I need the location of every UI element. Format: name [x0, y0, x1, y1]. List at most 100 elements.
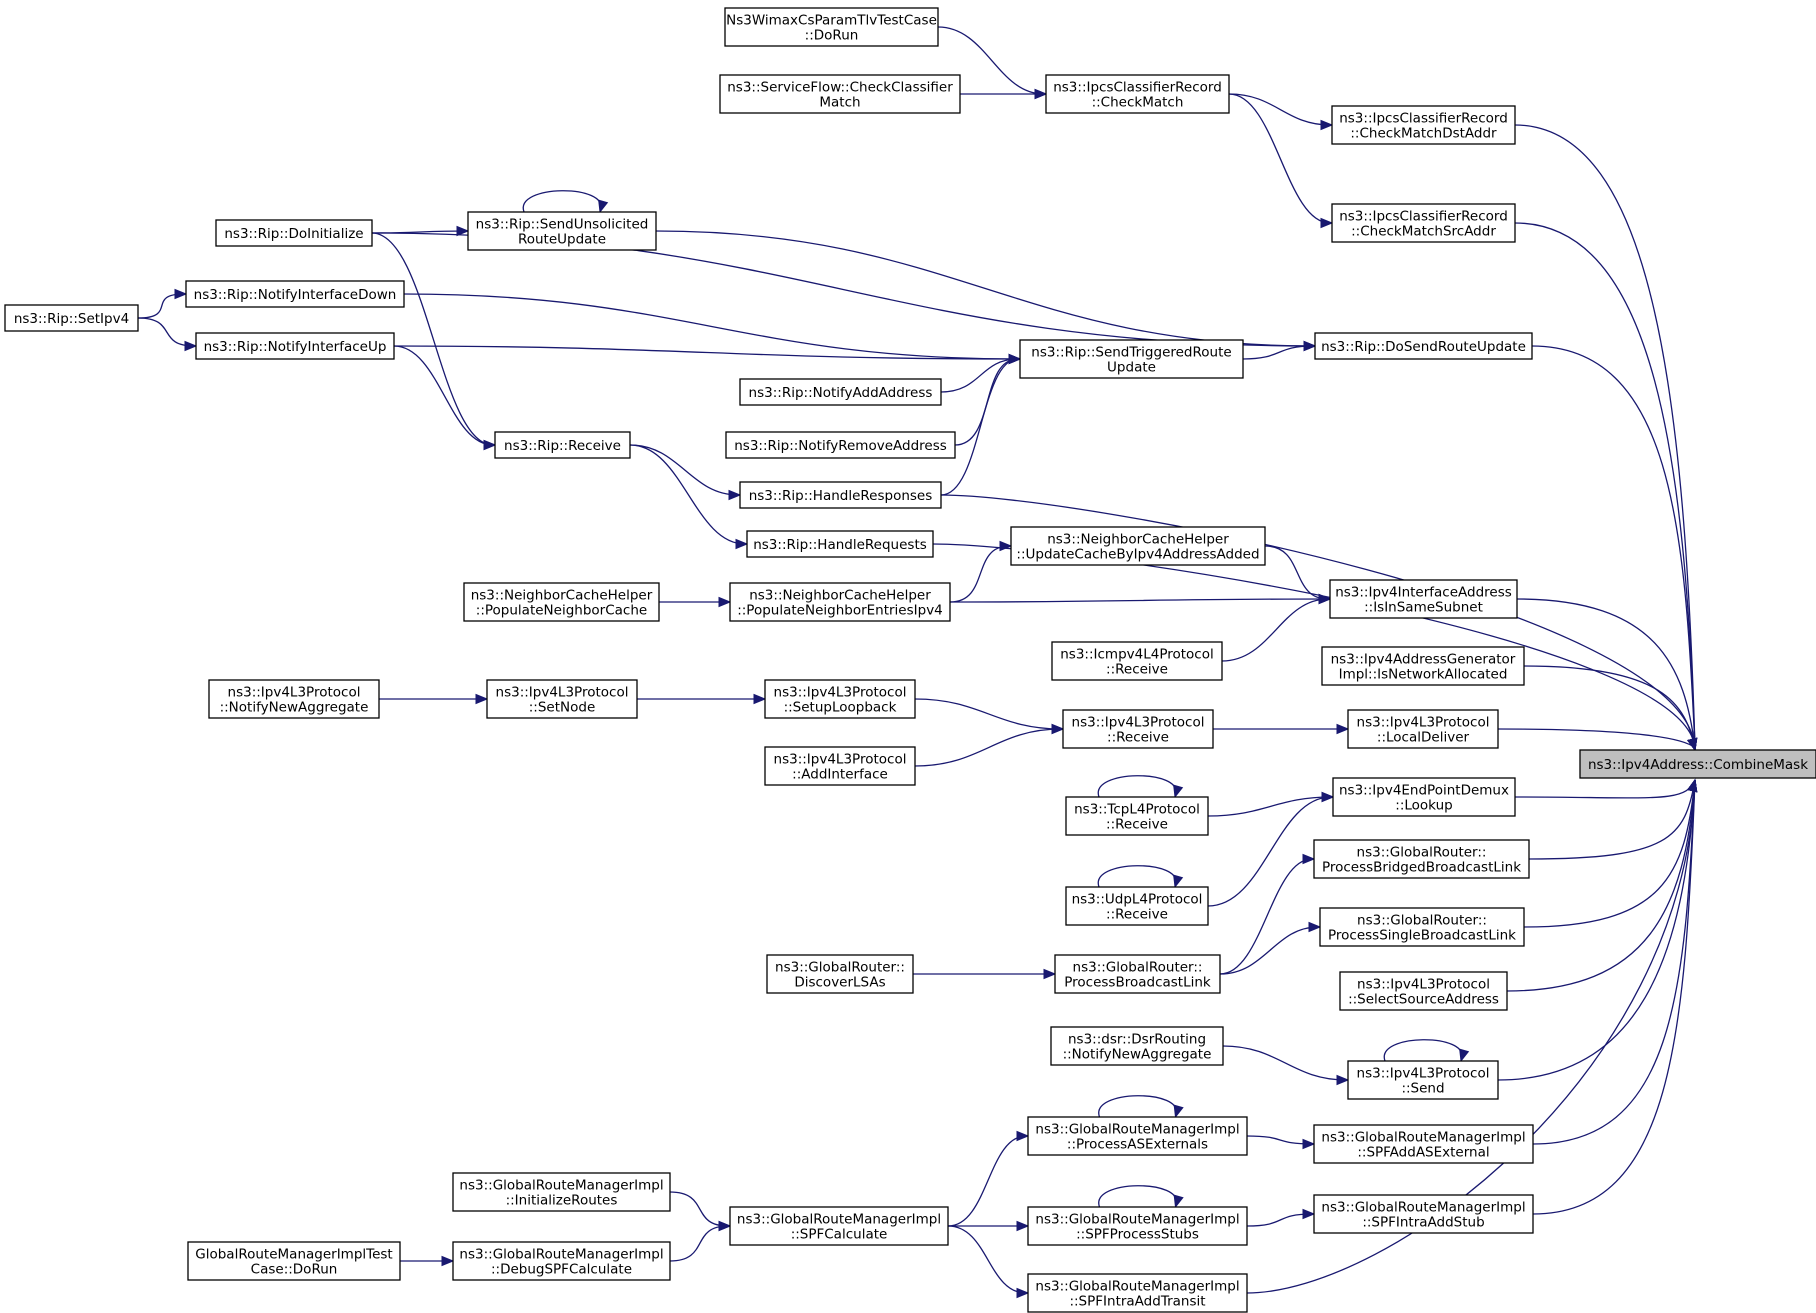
node-ripifup-box[interactable] — [195, 332, 395, 360]
node-grdiscover[interactable]: ns3::GlobalRouter::DiscoverLSAs — [766, 954, 914, 994]
node-grmprocext[interactable]: ns3::GlobalRouteManagerImpl::ProcessASEx… — [1027, 1116, 1248, 1156]
node-grmdebug[interactable]: ns3::GlobalRouteManagerImpl::DebugSPFCal… — [452, 1241, 671, 1281]
node-ripifup[interactable]: ns3::Rip::NotifyInterfaceUp — [195, 332, 395, 360]
node-tcprecv[interactable]: ns3::TcpL4Protocol::Receive — [1065, 796, 1209, 836]
node-grbcast[interactable]: ns3::GlobalRouter::ProcessBroadcastLink — [1054, 954, 1221, 994]
node-grmprocext-box[interactable] — [1027, 1116, 1248, 1156]
node-icmprecv-box[interactable] — [1051, 641, 1223, 681]
node-addrgen[interactable]: ns3::Ipv4AddressGeneratorImpl::IsNetwork… — [1321, 646, 1525, 686]
node-grmintrastub[interactable]: ns3::GlobalRouteManagerImpl::SPFIntraAdd… — [1313, 1194, 1534, 1234]
node-grmcalc[interactable]: ns3::GlobalRouteManagerImpl::SPFCalculat… — [729, 1206, 949, 1246]
node-grmaddext-box[interactable] — [1313, 1124, 1534, 1164]
node-grbridged[interactable]: ns3::GlobalRouter::ProcessBridgedBroadca… — [1313, 839, 1530, 879]
node-grmaddext[interactable]: ns3::GlobalRouteManagerImpl::SPFAddASExt… — [1313, 1124, 1534, 1164]
node-grmintrastub-box[interactable] — [1313, 1194, 1534, 1234]
node-nchupdate[interactable]: ns3::NeighborCacheHelper::UpdateCacheByI… — [1010, 526, 1266, 566]
node-grminit-box[interactable] — [452, 1172, 671, 1212]
node-tcprecv-box[interactable] — [1065, 796, 1209, 836]
node-grmdebug-label-1: ns3::GlobalRouteManagerImpl — [459, 1247, 663, 1263]
node-dsrnotify[interactable]: ns3::dsr::DsrRouting::NotifyNewAggregate — [1050, 1026, 1224, 1066]
node-grbcast-box[interactable] — [1054, 954, 1221, 994]
node-ripifdown[interactable]: ns3::Rip::NotifyInterfaceDown — [185, 280, 405, 308]
node-ripdosend-box[interactable] — [1314, 332, 1533, 360]
node-nchpopentries-box[interactable] — [729, 582, 951, 622]
node-grdiscover-box[interactable] — [766, 954, 914, 994]
node-udprecv[interactable]: ns3::UdpL4Protocol::Receive — [1065, 886, 1209, 926]
node-sfcheck-label-1: ns3::ServiceFlow::CheckClassifier — [727, 80, 953, 96]
node-combine[interactable]: ns3::Ipv4Address::CombineMask — [1579, 749, 1816, 779]
node-nchupdate-box[interactable] — [1010, 526, 1266, 566]
node-ripaddaddr[interactable]: ns3::Rip::NotifyAddAddress — [739, 378, 942, 406]
node-wimax-box[interactable] — [724, 7, 939, 47]
node-l3local-box[interactable] — [1347, 709, 1499, 749]
node-riprmaddr-box[interactable] — [725, 431, 956, 459]
node-l3recv[interactable]: ns3::Ipv4L3Protocol::Receive — [1062, 709, 1214, 749]
node-ripifdown-box[interactable] — [185, 280, 405, 308]
node-demux-box[interactable] — [1332, 777, 1516, 817]
node-l3loop-box[interactable] — [764, 679, 916, 719]
node-nchpopentries[interactable]: ns3::NeighborCacheHelper::PopulateNeighb… — [729, 582, 951, 622]
node-dsrnotify-box[interactable] — [1050, 1026, 1224, 1066]
node-riprecv-box[interactable] — [494, 431, 631, 459]
node-combine-box[interactable] — [1579, 749, 1816, 779]
node-ifaddrsubnet-box[interactable] — [1329, 579, 1518, 619]
node-ipcssrc[interactable]: ns3::IpcsClassifierRecord::CheckMatchSrc… — [1331, 203, 1516, 243]
node-l3addif-box[interactable] — [764, 746, 916, 786]
node-ipcsmatch[interactable]: ns3::IpcsClassifierRecord::CheckMatch — [1045, 74, 1230, 114]
node-ripinit[interactable]: ns3::Rip::DoInitialize — [215, 219, 373, 247]
node-l3send[interactable]: ns3::Ipv4L3Protocol::Send — [1347, 1060, 1499, 1100]
node-nchpopcache[interactable]: ns3::NeighborCacheHelper::PopulateNeighb… — [463, 582, 660, 622]
node-grmtransit-box[interactable] — [1027, 1273, 1248, 1313]
node-riphreq-box[interactable] — [746, 530, 934, 558]
node-grmstubs-box[interactable] — [1027, 1206, 1248, 1246]
node-ripsetipv4[interactable]: ns3::Rip::SetIpv4 — [4, 304, 139, 332]
node-ripsetipv4-box[interactable] — [4, 304, 139, 332]
node-grbridged-box[interactable] — [1313, 839, 1530, 879]
node-grmtransit[interactable]: ns3::GlobalRouteManagerImpl::SPFIntraAdd… — [1027, 1273, 1248, 1313]
node-riphresp[interactable]: ns3::Rip::HandleResponses — [739, 481, 942, 509]
node-ipcsmatch-box[interactable] — [1045, 74, 1230, 114]
node-l3selsrc[interactable]: ns3::Ipv4L3Protocol::SelectSourceAddress — [1339, 971, 1508, 1011]
node-ripunsol-box[interactable] — [467, 211, 657, 251]
node-l3notify[interactable]: ns3::Ipv4L3Protocol::NotifyNewAggregate — [208, 679, 380, 719]
node-l3local[interactable]: ns3::Ipv4L3Protocol::LocalDeliver — [1347, 709, 1499, 749]
node-riprmaddr[interactable]: ns3::Rip::NotifyRemoveAddress — [725, 431, 956, 459]
node-riphresp-box[interactable] — [739, 481, 942, 509]
node-l3loop[interactable]: ns3::Ipv4L3Protocol::SetupLoopback — [764, 679, 916, 719]
node-grmstubs[interactable]: ns3::GlobalRouteManagerImpl::SPFProcessS… — [1027, 1206, 1248, 1246]
node-ipcsdst-box[interactable] — [1331, 105, 1516, 145]
node-grsingle-box[interactable] — [1319, 907, 1525, 947]
node-grsingle[interactable]: ns3::GlobalRouter::ProcessSingleBroadcas… — [1319, 907, 1525, 947]
node-riptrig-box[interactable] — [1019, 339, 1244, 379]
node-l3recv-box[interactable] — [1062, 709, 1214, 749]
node-l3setnode-box[interactable] — [486, 679, 638, 719]
node-l3setnode[interactable]: ns3::Ipv4L3Protocol::SetNode — [486, 679, 638, 719]
node-grmtest-box[interactable] — [187, 1241, 401, 1281]
node-l3selsrc-box[interactable] — [1339, 971, 1508, 1011]
node-ripinit-box[interactable] — [215, 219, 373, 247]
node-grmcalc-box[interactable] — [729, 1206, 949, 1246]
node-ipcsdst[interactable]: ns3::IpcsClassifierRecord::CheckMatchDst… — [1331, 105, 1516, 145]
node-riphreq[interactable]: ns3::Rip::HandleRequests — [746, 530, 934, 558]
node-demux[interactable]: ns3::Ipv4EndPointDemux::Lookup — [1332, 777, 1516, 817]
node-riprecv[interactable]: ns3::Rip::Receive — [494, 431, 631, 459]
node-l3addif[interactable]: ns3::Ipv4L3Protocol::AddInterface — [764, 746, 916, 786]
node-wimax[interactable]: Ns3WimaxCsParamTlvTestCase::DoRun — [724, 7, 939, 47]
node-ripdosend[interactable]: ns3::Rip::DoSendRouteUpdate — [1314, 332, 1533, 360]
node-nchpopcache-box[interactable] — [463, 582, 660, 622]
node-sfcheck-box[interactable] — [719, 74, 961, 114]
node-ifaddrsubnet[interactable]: ns3::Ipv4InterfaceAddress::IsInSameSubne… — [1329, 579, 1518, 619]
node-grmdebug-box[interactable] — [452, 1241, 671, 1281]
node-l3send-box[interactable] — [1347, 1060, 1499, 1100]
node-icmprecv[interactable]: ns3::Icmpv4L4Protocol::Receive — [1051, 641, 1223, 681]
node-udprecv-box[interactable] — [1065, 886, 1209, 926]
node-grminit[interactable]: ns3::GlobalRouteManagerImpl::InitializeR… — [452, 1172, 671, 1212]
node-ipcssrc-box[interactable] — [1331, 203, 1516, 243]
node-l3notify-box[interactable] — [208, 679, 380, 719]
node-addrgen-box[interactable] — [1321, 646, 1525, 686]
node-ripaddaddr-box[interactable] — [739, 378, 942, 406]
